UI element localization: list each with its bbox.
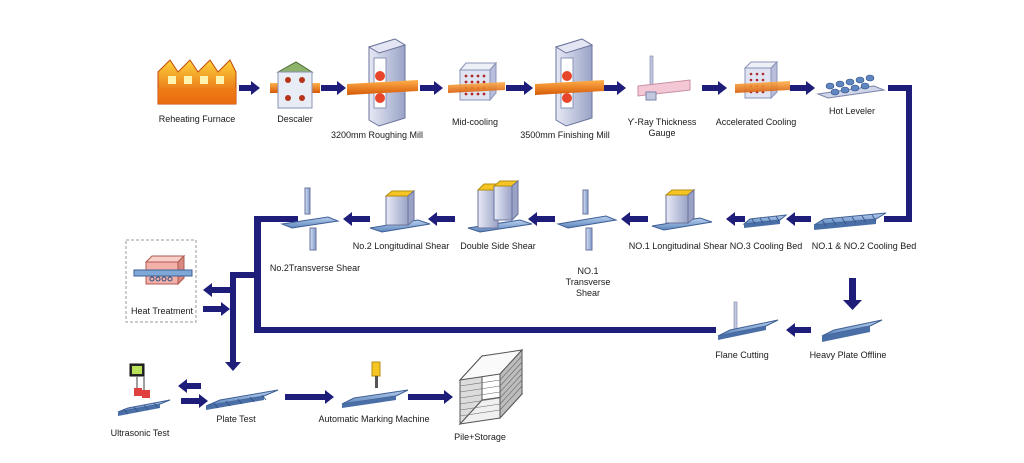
flow-line xyxy=(884,216,912,222)
flow-arrow xyxy=(178,379,201,393)
label-xray-gauge: Ƴ-Ray Thickness Gauge xyxy=(627,117,697,138)
rolling-mill-icon xyxy=(535,38,604,127)
flow-arrow xyxy=(408,390,453,404)
flow-line xyxy=(254,327,716,333)
label-descaler: Descaler xyxy=(277,114,313,124)
label-cooling-bed-12: NO.1 & NO.2 Cooling Bed xyxy=(811,241,917,251)
flow-arrow xyxy=(786,212,811,226)
heat-treatment-icon xyxy=(133,254,193,286)
label-flame-cutting: Flane Cutting xyxy=(715,350,769,360)
heat-treatment-box xyxy=(125,239,197,323)
descaler-icon xyxy=(270,61,320,109)
shear-icon xyxy=(369,189,431,233)
flow-arrow xyxy=(621,212,648,226)
flow-arrow xyxy=(239,81,260,95)
rolling-mill-icon xyxy=(347,38,418,127)
flow-arrow xyxy=(343,212,370,226)
flow-line xyxy=(906,85,912,222)
label-transverse-shear-1: NO.1 Transverse Shear xyxy=(565,266,611,298)
label-heavy-plate-offline: Heavy Plate Offline xyxy=(809,350,887,360)
flow-arrow xyxy=(702,81,727,95)
flow-arrow xyxy=(790,81,815,95)
flow-arrow xyxy=(225,362,241,371)
shear-icon xyxy=(467,179,533,233)
shear-icon xyxy=(556,189,618,251)
flame-cutter-icon xyxy=(717,301,779,340)
label-heat-treatment: Heat Treatment xyxy=(130,306,194,316)
label-long-shear-1: NO.1 Longitudinal Shear xyxy=(628,241,728,251)
flow-line xyxy=(230,272,260,278)
label-accelerated-cooling: Accelerated Cooling xyxy=(715,117,797,127)
cooling-bed-icon xyxy=(813,212,887,230)
flow-arrow xyxy=(203,283,230,297)
shear-icon xyxy=(280,187,340,251)
leveler-rollers-icon xyxy=(816,74,886,99)
flow-arrow xyxy=(203,302,230,316)
flow-arrow xyxy=(181,394,208,408)
label-mid-cooling: Mid-cooling xyxy=(451,117,499,127)
furnace-icon xyxy=(157,59,237,105)
cooling-box-icon xyxy=(448,61,505,102)
flow-arrow xyxy=(428,212,455,226)
flow-arrow xyxy=(726,212,745,226)
label-double-side-shear: Double Side Shear xyxy=(460,241,536,251)
label-transverse-shear-2: No.2Transverse Shear xyxy=(269,263,361,273)
thickness-gauge-icon xyxy=(637,55,691,101)
label-finishing-mill: 3500mm Finishing Mill xyxy=(520,130,610,140)
flow-line xyxy=(230,272,236,362)
marking-machine-icon xyxy=(341,361,409,408)
label-cooling-bed-3: NO.3 Cooling Bed xyxy=(729,241,803,251)
steel-plate-icon xyxy=(821,319,883,342)
shear-icon xyxy=(651,188,713,231)
cooling-bed-icon xyxy=(742,214,788,228)
flow-arrow xyxy=(786,323,811,337)
flow-arrow xyxy=(843,278,862,310)
label-roughing-mill: 3200mm Roughing Mill xyxy=(330,130,424,140)
flow-arrow xyxy=(285,390,334,404)
flow-arrow xyxy=(420,81,443,95)
flow-line xyxy=(888,85,912,91)
label-plate-test: Plate Test xyxy=(216,414,256,424)
flow-arrow xyxy=(321,81,346,95)
label-hot-leveler: Hot Leveler xyxy=(828,106,876,116)
flow-line xyxy=(260,216,298,222)
label-marking-machine: Automatic Marking Machine xyxy=(318,414,430,424)
plate-pile-icon xyxy=(458,348,524,426)
flow-arrow xyxy=(506,81,533,95)
label-long-shear-2: No.2 Longitudinal Shear xyxy=(352,241,450,251)
label-reheating-furnace: Reheating Furnace xyxy=(158,114,236,124)
flow-connectors xyxy=(178,81,912,408)
flow-arrow xyxy=(603,81,626,95)
label-pile-storage: Pile+Storage xyxy=(454,432,506,442)
steel-plate-icon xyxy=(205,389,279,410)
cooling-box-icon xyxy=(735,60,790,100)
flow-arrow xyxy=(528,212,555,226)
label-ultrasonic-test: Ultrasonic Test xyxy=(110,428,170,438)
ultrasonic-tester-icon xyxy=(117,363,171,416)
